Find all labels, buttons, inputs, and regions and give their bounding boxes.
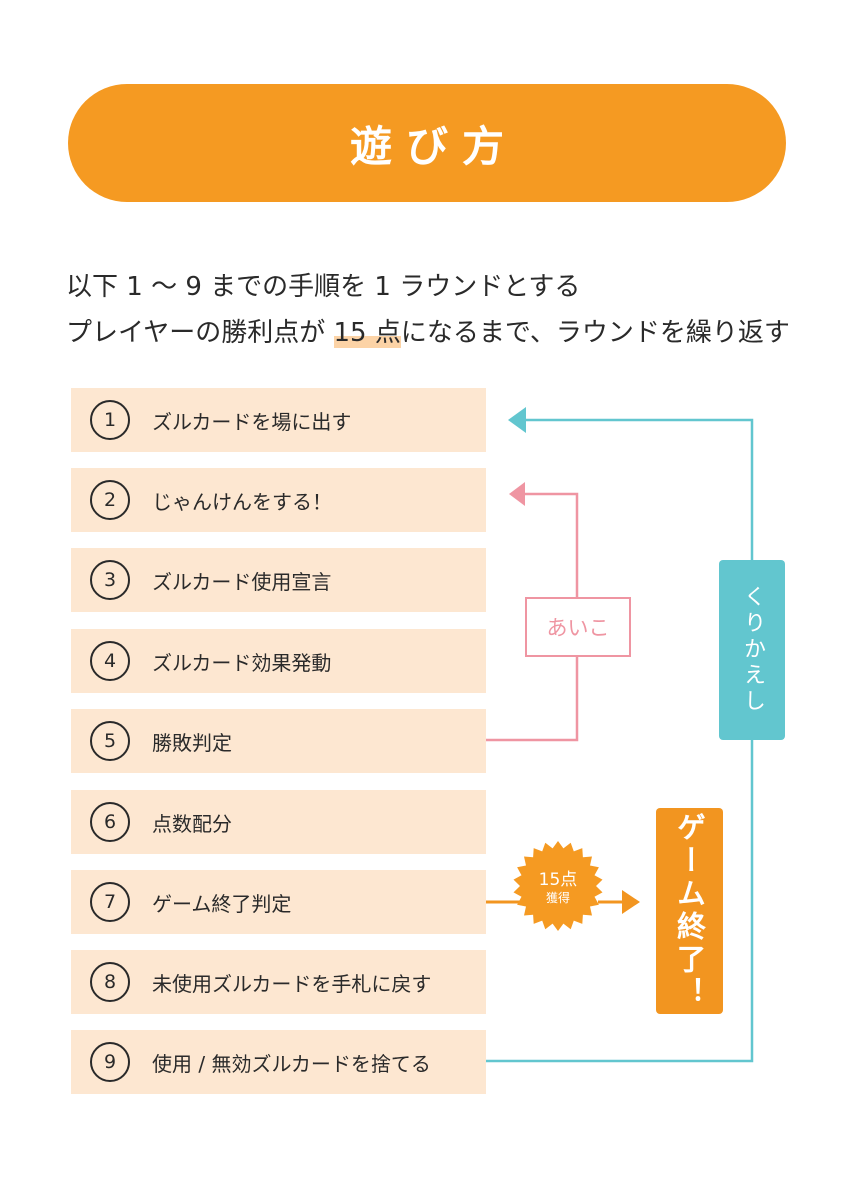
step-5: 5 勝敗判定 <box>71 709 486 773</box>
intro-highlight: 15 点 <box>333 318 401 348</box>
step-number: 9 <box>90 1042 130 1082</box>
step-label: ズルカード効果発動 <box>152 650 332 675</box>
step-number: 8 <box>90 962 130 1002</box>
repeat-loop-line <box>486 418 754 1063</box>
step-4: 4 ズルカード効果発動 <box>71 629 486 693</box>
step-number: 5 <box>90 721 130 761</box>
points-badge: 15点 獲得 <box>518 870 598 906</box>
step-number: 1 <box>90 400 130 440</box>
game-end-arrowhead <box>622 890 640 914</box>
aiko-label-box: あいこ <box>525 597 631 657</box>
repeat-label-box: くりかえし <box>719 560 785 740</box>
step-number: 3 <box>90 560 130 600</box>
points-badge-value: 15点 <box>538 870 578 890</box>
step-label: 点数配分 <box>152 811 232 836</box>
step-number: 7 <box>90 882 130 922</box>
intro-line-2-start: プレイヤーの勝利点が <box>66 318 334 348</box>
points-badge-caption: 獲得 <box>545 891 570 905</box>
step-label: 未使用ズルカードを手札に戻す <box>152 971 432 996</box>
step-6: 6 点数配分 <box>71 790 486 854</box>
page-title: 遊び方 <box>349 121 518 171</box>
intro-line-1: 以下 1 〜 9 までの手順を 1 ラウンドとする <box>66 272 581 302</box>
points-badge-burst <box>513 841 603 931</box>
step-8: 8 未使用ズルカードを手札に戻す <box>71 950 486 1014</box>
step-3: 3 ズルカード使用宣言 <box>71 548 486 612</box>
step-label: 勝敗判定 <box>152 730 232 755</box>
step-label: じゃんけんをする！ <box>152 489 332 514</box>
step-number: 6 <box>90 802 130 842</box>
intro-line-2: プレイヤーの勝利点が 15 点になるまで、ラウンドを繰り返す <box>66 312 790 349</box>
title-banner: 遊び方 <box>68 84 786 202</box>
repeat-label: くりかえし <box>740 585 765 715</box>
step-label: 使用 / 無効ズルカードを捨てる <box>152 1051 431 1076</box>
step-label: ズルカード使用宣言 <box>152 569 332 594</box>
game-end-label: ゲーム終了！ <box>672 812 707 1010</box>
step-9: 9 使用 / 無効ズルカードを捨てる <box>71 1030 486 1094</box>
step-label: ゲーム終了判定 <box>152 891 292 916</box>
game-end-box: ゲーム終了！ <box>656 808 723 1014</box>
step-number: 2 <box>90 480 130 520</box>
repeat-arrowhead <box>508 407 526 433</box>
step-7: 7 ゲーム終了判定 <box>71 870 486 934</box>
step-1: 1 ズルカードを場に出す <box>71 388 486 452</box>
intro-line-2-end: になるまで、ラウンドを繰り返す <box>400 318 790 348</box>
step-2: 2 じゃんけんをする！ <box>71 468 486 532</box>
aiko-arrowhead <box>509 482 525 506</box>
aiko-label: あいこ <box>546 616 610 640</box>
step-label: ズルカードを場に出す <box>152 409 352 434</box>
step-number: 4 <box>90 641 130 681</box>
